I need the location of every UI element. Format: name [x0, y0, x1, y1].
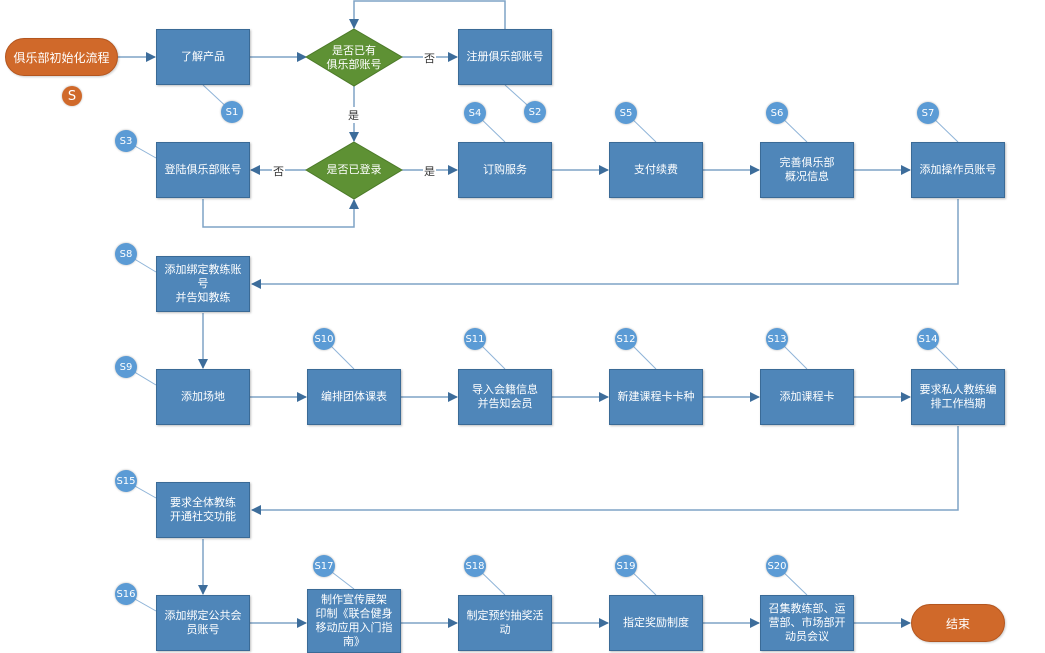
step-s8-badge: S8 — [115, 243, 137, 265]
step-s5-label: 支付续费 — [634, 163, 678, 176]
start-terminal[interactable]: 俱乐部初始化流程 — [5, 38, 118, 76]
step-s1-badge: S1 — [221, 101, 243, 123]
step-s11-label: 导入会籍信息 并告知会员 — [472, 383, 538, 410]
decision-has-account[interactable] — [305, 28, 403, 87]
step-s10-badge: S10 — [313, 328, 335, 350]
step-s18-label: 制定预约抽奖活 动 — [466, 609, 544, 636]
step-s2-badge: S2 — [524, 101, 546, 123]
decision-logged-in-label: 是否已登录 — [326, 163, 382, 176]
step-s20-box[interactable]: 召集教练部、运 营部、市场部开 动员会议 — [760, 595, 854, 651]
step-s1-box[interactable]: 了解产品 — [156, 29, 250, 85]
step-s14-box[interactable]: 要求私人教练编 排工作档期 — [911, 369, 1005, 425]
step-s3-box[interactable]: 登陆俱乐部账号 — [156, 142, 250, 198]
step-s7-box[interactable]: 添加操作员账号 — [911, 142, 1005, 198]
step-s4-badge: S4 — [464, 102, 486, 124]
step-s14-label: 要求私人教练编 排工作档期 — [919, 383, 997, 410]
step-s3-label: 登陆俱乐部账号 — [164, 163, 242, 176]
step-s1-label: 了解产品 — [181, 50, 225, 63]
step-s15-label: 要求全体教练 开通社交功能 — [170, 496, 236, 523]
edge-label-no-login: 否 — [272, 163, 285, 179]
step-s15-badge: S15 — [115, 470, 137, 492]
step-s10-label: 编排团体课表 — [321, 390, 387, 403]
start-label: 俱乐部初始化流程 — [13, 50, 110, 65]
edge-label-yes-has-account: 是 — [347, 107, 360, 123]
step-s7-label: 添加操作员账号 — [919, 163, 997, 176]
edge-label-no-register: 否 — [423, 50, 436, 66]
step-s12-box[interactable]: 新建课程卡卡种 — [609, 369, 703, 425]
step-s16-label: 添加绑定公共会 员账号 — [164, 609, 242, 636]
step-s12-label: 新建课程卡卡种 — [617, 390, 695, 403]
step-s18-badge: S18 — [464, 555, 486, 577]
step-s6-label: 完善俱乐部 概况信息 — [779, 156, 835, 183]
step-s4-box[interactable]: 订购服务 — [458, 142, 552, 198]
step-s19-box[interactable]: 指定奖励制度 — [609, 595, 703, 651]
step-s19-badge: S19 — [615, 555, 637, 577]
start-badge: S — [62, 86, 82, 106]
step-s7-badge: S7 — [917, 102, 939, 124]
step-s14-badge: S14 — [917, 328, 939, 350]
step-s16-box[interactable]: 添加绑定公共会 员账号 — [156, 595, 250, 651]
step-s2-label: 注册俱乐部账号 — [466, 50, 544, 63]
decision-logged-in[interactable] — [305, 141, 403, 200]
edge-s14-s15 — [251, 426, 959, 515]
step-s11-box[interactable]: 导入会籍信息 并告知会员 — [458, 369, 552, 425]
step-s3-badge: S3 — [115, 130, 137, 152]
step-s12-badge: S12 — [615, 328, 637, 350]
step-s17-box[interactable]: 制作宣传展架 印制《联合健身 移动应用入门指 南》 — [307, 589, 401, 653]
decision-has-account-label: 是否已有 俱乐部账号 — [326, 44, 382, 71]
step-s20-label: 召集教练部、运 营部、市场部开 动员会议 — [768, 602, 846, 643]
step-s5-badge: S5 — [615, 102, 637, 124]
step-s10-box[interactable]: 编排团体课表 — [307, 369, 401, 425]
step-s8-label: 添加绑定教练账 号 并告知教练 — [164, 263, 242, 304]
step-s11-badge: S11 — [464, 328, 486, 350]
step-s18-box[interactable]: 制定预约抽奖活 动 — [458, 595, 552, 651]
step-s2-box[interactable]: 注册俱乐部账号 — [458, 29, 552, 85]
step-s16-badge: S16 — [115, 583, 137, 605]
step-s6-box[interactable]: 完善俱乐部 概况信息 — [760, 142, 854, 198]
step-s13-box[interactable]: 添加课程卡 — [760, 369, 854, 425]
step-s17-label: 制作宣传展架 印制《联合健身 移动应用入门指 南》 — [315, 593, 393, 648]
step-s9-box[interactable]: 添加场地 — [156, 369, 250, 425]
step-s9-badge: S9 — [115, 356, 137, 378]
end-label: 结束 — [945, 616, 970, 631]
step-s15-box[interactable]: 要求全体教练 开通社交功能 — [156, 482, 250, 538]
step-s19-label: 指定奖励制度 — [623, 616, 689, 629]
step-s6-badge: S6 — [766, 102, 788, 124]
step-s20-badge: S20 — [766, 555, 788, 577]
end-terminal[interactable]: 结束 — [911, 604, 1005, 642]
step-s4-label: 订购服务 — [483, 163, 527, 176]
step-s9-label: 添加场地 — [181, 390, 225, 403]
step-s5-box[interactable]: 支付续费 — [609, 142, 703, 198]
step-s17-badge: S17 — [313, 555, 335, 577]
step-s8-box[interactable]: 添加绑定教练账 号 并告知教练 — [156, 256, 250, 312]
edge-s3-d2 — [202, 199, 359, 228]
step-s13-label: 添加课程卡 — [779, 390, 835, 403]
edge-s2-d1 — [349, 0, 506, 29]
edge-label-yes-logged-in: 是 — [423, 163, 436, 179]
step-s13-badge: S13 — [766, 328, 788, 350]
edge-s7-s8 — [251, 199, 959, 289]
